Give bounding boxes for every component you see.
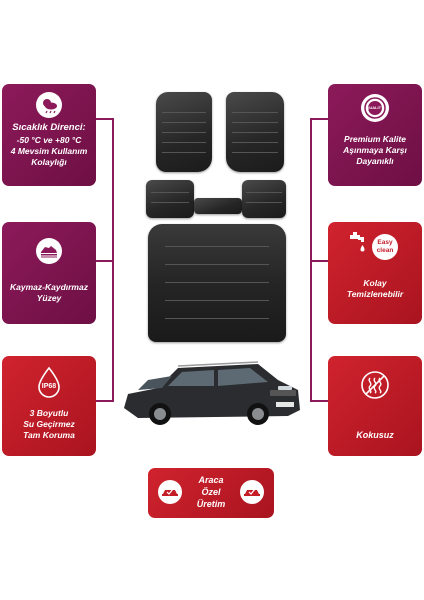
rear-right-mat: [242, 180, 286, 218]
quality-badge-text: QUALITY: [366, 105, 384, 110]
easy-clean-badge: Easy clean: [372, 234, 398, 260]
temperature-card: Sıcaklık Direnci: -50 °C ve +80 °C 4 Mev…: [2, 84, 96, 186]
custom-card: Araca Özel Üretim: [148, 468, 274, 518]
easyclean-line2: Temizlenebilir: [346, 289, 404, 299]
car-image: [118, 350, 304, 436]
temperature-line3: 4 Mevsim Kullanım: [10, 146, 88, 156]
antislip-line1: Kaymaz-Kaydırmaz: [10, 282, 88, 292]
quality-line3: Dayanıklı: [356, 156, 394, 166]
odorless-line1: Kokusuz: [356, 430, 394, 440]
trunk-liner: [148, 224, 286, 342]
car-check-icon-left: [158, 480, 182, 504]
left-connector-line: [112, 118, 114, 401]
quality-card: QUALITY Premium Kalite Aşınmaya Karşı Da…: [328, 84, 422, 186]
faucet-icon: [348, 232, 368, 256]
non-slip-shoe-icon: [36, 238, 62, 264]
antislip-line2: Yüzey: [36, 293, 62, 303]
no-odor-icon: [360, 370, 390, 400]
right-connector-line: [310, 118, 312, 401]
waterproof-line2: Su Geçirmez: [23, 419, 75, 429]
front-right-mat: [226, 92, 284, 172]
waterproof-line3: Tam Koruma: [23, 430, 75, 440]
quality-badge-icon: QUALITY: [361, 94, 389, 122]
custom-line1: Araca: [198, 475, 224, 485]
custom-line2: Özel: [201, 487, 221, 497]
car-check-icon-right: [240, 480, 264, 504]
rear-middle-mat: [194, 198, 242, 214]
left-connector-bottom: [96, 400, 114, 402]
left-connector-top: [96, 118, 114, 120]
custom-line3: Üretim: [196, 499, 226, 509]
easy-clean-badge-line2: clean: [376, 247, 394, 254]
quality-line2: Aşınmaya Karşı: [343, 145, 407, 155]
ip68-label: IP68: [41, 383, 57, 390]
right-connector-mid: [310, 260, 328, 262]
quality-line1: Premium Kalite: [344, 134, 406, 144]
front-left-mat: [156, 92, 212, 172]
easy-clean-badge-line1: Easy: [377, 239, 393, 246]
water-drop-icon: IP68: [35, 366, 63, 398]
antislip-card: Kaymaz-Kaydırmaz Yüzey: [2, 222, 96, 324]
temperature-line1: Sıcaklık Direnci:: [12, 122, 86, 133]
right-connector-top: [310, 118, 328, 120]
easyclean-card: Easy clean Kolay Temizlenebilir: [328, 222, 422, 324]
odorless-card: Kokusuz: [328, 356, 422, 456]
waterproof-card: IP68 3 Boyutlu Su Geçirmez Tam Koruma: [2, 356, 96, 456]
rear-left-mat: [146, 180, 194, 218]
temperature-line2: -50 °C ve +80 °C: [16, 135, 82, 145]
temperature-line4: Kolaylığı: [31, 157, 67, 167]
left-connector-mid: [96, 260, 114, 262]
easyclean-line1: Kolay: [363, 278, 387, 288]
weather-icon: [36, 92, 62, 118]
right-connector-bottom: [310, 400, 328, 402]
waterproof-line1: 3 Boyutlu: [29, 408, 69, 418]
